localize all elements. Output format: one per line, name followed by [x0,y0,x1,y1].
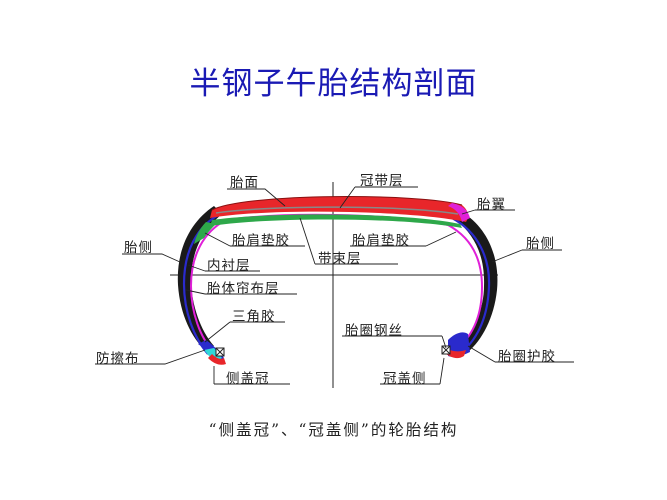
label-inner-liner: 内衬层 [207,258,251,274]
belt-layer [210,214,462,228]
label-chafer: 防擦布 [96,351,140,367]
tread-shape [210,196,469,222]
left-bead-red [208,354,226,365]
label-cap-ply: 冠带层 [360,173,404,189]
label-apex: 三角胶 [232,309,276,325]
right-sidewall-shape [456,212,498,352]
tread-outline [211,196,463,211]
label-bead-guard: 胎圈护胶 [498,349,556,365]
label-bead-wire: 胎圈钢丝 [345,323,403,339]
label-sidewall-over-tread: 侧盖冠 [226,371,270,387]
page-title: 半钢子午胎结构剖面 [189,66,478,102]
diagram-caption: “侧盖冠”、“冠盖侧”的轮胎结构 [208,421,459,439]
label-carcass: 胎体帘布层 [207,281,280,297]
wing-shape [448,203,470,222]
cap-ply-line [215,206,459,215]
label-sidewall-right: 胎侧 [526,236,555,252]
label-belt: 带束层 [318,251,362,267]
label-wing: 胎翼 [477,197,506,213]
label-shoulder-right: 胎肩垫胶 [352,233,410,249]
label-tread-over-sidewall: 冠盖侧 [383,371,427,387]
label-sidewall-left: 胎侧 [124,240,153,256]
leader-lines [95,186,574,385]
label-tread: 胎面 [230,175,259,191]
label-shoulder-left: 胎肩垫胶 [232,233,290,249]
